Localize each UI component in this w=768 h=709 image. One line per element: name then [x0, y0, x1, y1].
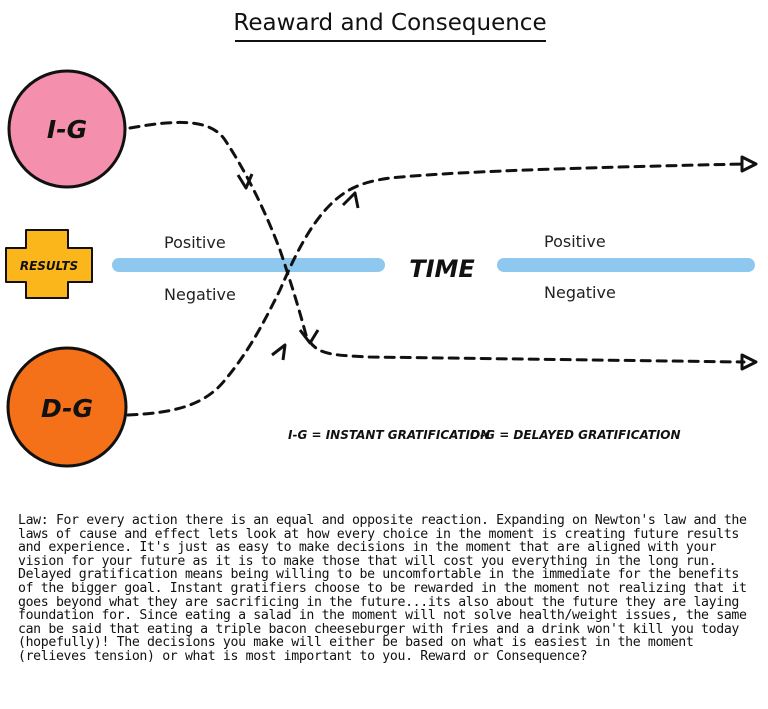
- ig-path-arrow-low: [298, 329, 320, 345]
- legend-delayed-gratification: D-G = DELAYED GRATIFICATION: [470, 428, 681, 442]
- dg-path-arrow-low: [271, 343, 287, 361]
- right-negative-label: Negative: [544, 283, 616, 302]
- dg-node-label: D-G: [41, 394, 93, 423]
- dg-path-arrow-mid: [341, 191, 360, 209]
- ig-path-arrow-mid: [236, 173, 254, 190]
- ig-node-label: I-G: [47, 115, 87, 144]
- results-cross: RESULTS: [5, 229, 93, 299]
- page-title: Reaward and Consequence: [233, 10, 546, 36]
- ig-node: I-G: [7, 69, 127, 189]
- time-label: TIME: [409, 255, 475, 283]
- right-positive-label: Positive: [544, 232, 606, 251]
- ig-path-arrowhead: [740, 353, 758, 371]
- legend-instant-gratification: I-G = INSTANT GRATIFICATION: [288, 428, 490, 442]
- delayed-gratification-path: [126, 162, 746, 417]
- explanation-paragraph: Law: For every action there is an equal …: [18, 513, 747, 664]
- left-negative-label: Negative: [164, 285, 236, 304]
- dg-path-arrowhead: [740, 155, 758, 173]
- instant-gratification-path: [128, 121, 746, 364]
- results-label: RESULTS: [20, 259, 78, 273]
- left-positive-label: Positive: [164, 233, 226, 252]
- dg-node: D-G: [6, 346, 128, 468]
